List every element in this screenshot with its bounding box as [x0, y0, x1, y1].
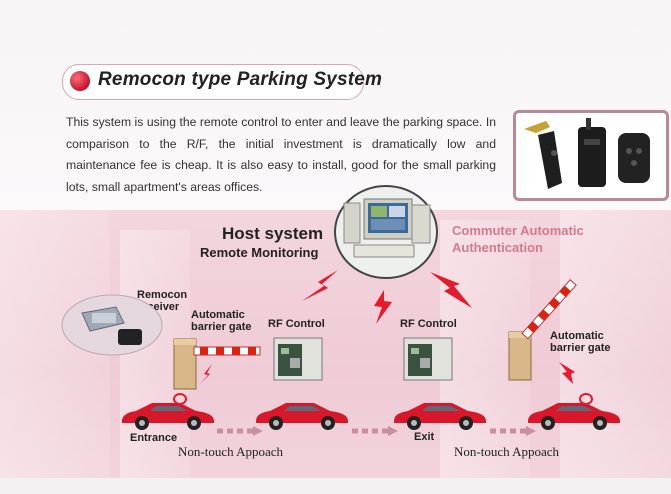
- signal-bolt-icon: [559, 362, 575, 384]
- exit-label: Exit: [414, 431, 435, 443]
- signal-bolt-icon: [302, 270, 338, 301]
- car-icon: [528, 403, 620, 430]
- bullet-icon: [70, 71, 90, 91]
- bottom-band: [0, 478, 671, 494]
- flow-arrow-icon: [490, 426, 536, 436]
- diagram-background: [0, 210, 671, 480]
- remote-controls-icon: [524, 118, 650, 189]
- host-system-label: Host system: [222, 224, 324, 243]
- car-icon: [256, 403, 348, 430]
- rf-control-right-icon: [403, 337, 453, 381]
- barrier-right-line1: Automatic: [550, 330, 604, 342]
- page-title: Remocon type Parking System: [98, 69, 383, 90]
- approach-right-label: Non-touch Appoach: [454, 444, 560, 459]
- entrance-label: Entrance: [130, 432, 178, 444]
- barrier-left-label: Automatic barrier gate: [191, 309, 252, 333]
- receiver-label-line1: Remocon: [137, 289, 188, 301]
- commuter-auth-line2: Authentication: [452, 240, 543, 255]
- signal-bolt-icon: [374, 290, 392, 324]
- rf-control-left-icon: [273, 337, 323, 381]
- barrier-gate-left-icon: [173, 338, 261, 390]
- barrier-gate-right-icon: [508, 279, 577, 381]
- barrier-right-label: Automatic barrier gate: [550, 330, 611, 354]
- barrier-right-line2: barrier gate: [550, 342, 611, 354]
- description-text: This system is using the remote control …: [66, 115, 496, 194]
- approach-left-label: Non-touch Appoach: [178, 444, 284, 459]
- barrier-left-line1: Automatic: [191, 309, 245, 321]
- flow-arrow-icon: [352, 426, 398, 436]
- commuter-auth-label: Commuter Automatic Authentication: [452, 222, 612, 256]
- remote-monitoring-label: Remote Monitoring: [200, 245, 319, 260]
- signal-ring-icon: [173, 393, 187, 405]
- section-header: [62, 64, 364, 100]
- building-shape: [560, 210, 671, 480]
- rf-control-left-label: RF Control: [268, 318, 325, 330]
- commuter-auth-line1: Commuter Automatic: [452, 223, 584, 238]
- car-icon: [122, 403, 214, 430]
- signal-bolt-icon: [200, 364, 212, 384]
- remocon-receiver-icon: [61, 294, 163, 356]
- rf-control-right-label: RF Control: [400, 318, 457, 330]
- car-icon: [394, 403, 486, 430]
- host-computer-icon: [334, 185, 438, 279]
- remote-controls-image: [513, 110, 669, 201]
- barrier-left-line2: barrier gate: [191, 321, 252, 333]
- signal-ring-icon: [579, 393, 593, 405]
- flow-arrow-icon: [217, 426, 263, 436]
- signal-bolt-icon: [430, 272, 472, 308]
